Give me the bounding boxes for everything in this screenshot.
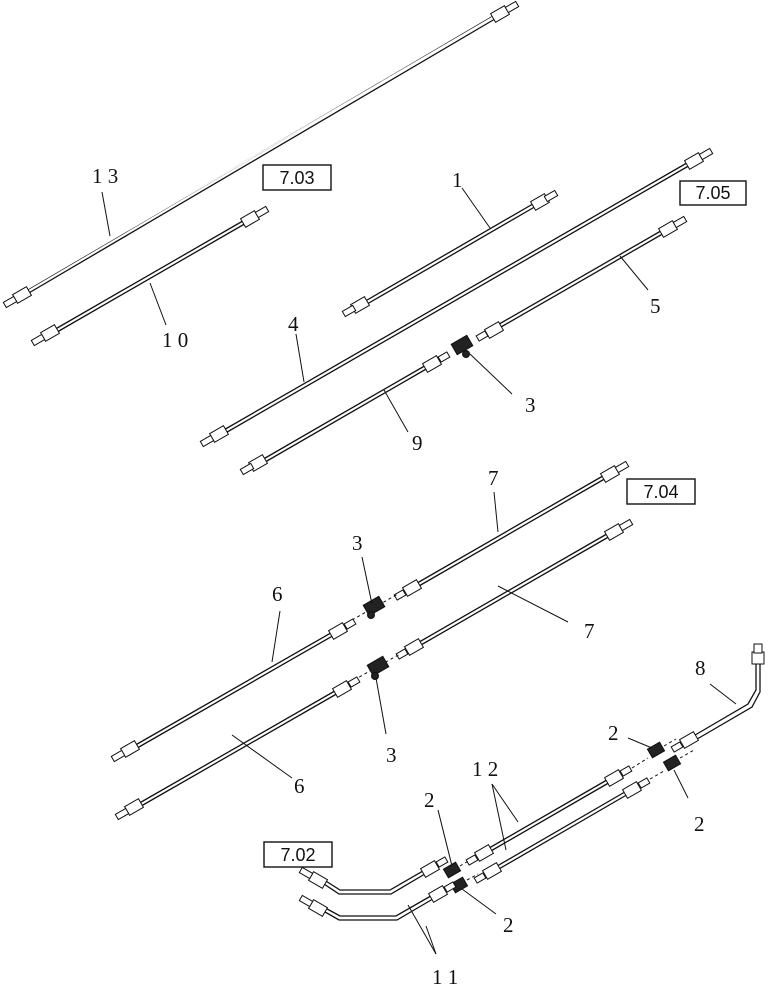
tube-13 [2,0,520,309]
label-6-upper: 6 [272,582,283,606]
adapter-2-upper-right [646,738,677,759]
label-7-lower: 7 [584,619,595,643]
label-7-upper: 7 [488,466,499,490]
tube-10 [30,205,270,347]
tube-11-upper [298,856,449,895]
label-1: 1 [452,168,463,192]
ref-box-7-03: 7.03 [262,164,332,191]
adapter-2-lower-left [449,873,479,894]
ref-box-7-05-label: 7.05 [695,183,730,203]
tube-5 [475,215,688,342]
tube-1 [341,189,559,318]
label-3-upper: 3 [525,393,536,417]
tube-6-lower [114,676,361,821]
ref-box-7-04-label: 7.04 [643,482,678,502]
leader-lines [101,187,737,955]
tee-fitting-3-upper [450,334,474,358]
label-12: 1 2 [472,757,498,781]
ref-box-7-02: 7.02 [263,841,333,868]
tube-8 [670,643,765,753]
tee-fitting-3-middle [351,593,399,621]
adapter-2-upper-left [442,859,471,879]
label-3-lower: 3 [386,743,397,767]
tube-9 [239,351,451,476]
adapter-2-lower-right [662,749,695,772]
ref-box-7-05: 7.05 [679,180,747,206]
callout-labels: 1 3 1 0 1 4 5 3 9 7 3 6 7 3 6 8 2 1 2 2 … [92,164,706,989]
label-2-upper-left: 2 [424,788,435,812]
label-13: 1 3 [92,164,118,188]
label-3-middle: 3 [352,531,363,555]
label-2-lower-left: 2 [503,913,514,937]
label-11: 1 1 [432,965,458,989]
tube-4 [199,147,714,448]
tube-12-upper [465,757,649,866]
label-2-lower-right: 2 [694,812,705,836]
label-4: 4 [288,312,299,336]
tube-11-lower [298,881,457,921]
ref-box-7-03-label: 7.03 [279,168,314,188]
label-8: 8 [695,656,706,680]
ref-box-7-04: 7.04 [626,478,696,505]
tube-6-upper [110,618,357,763]
tube-12-lower [473,770,665,884]
tube-7-lower [395,518,634,660]
label-6-lower: 6 [294,774,305,798]
tube-7-upper [393,460,630,601]
label-9: 9 [412,431,423,455]
ref-box-7-02-label: 7.02 [280,845,315,865]
label-10: 1 0 [162,328,188,352]
label-2-upper-right: 2 [608,721,619,745]
label-5: 5 [650,294,661,318]
tee-fitting-3-lower [353,653,401,681]
